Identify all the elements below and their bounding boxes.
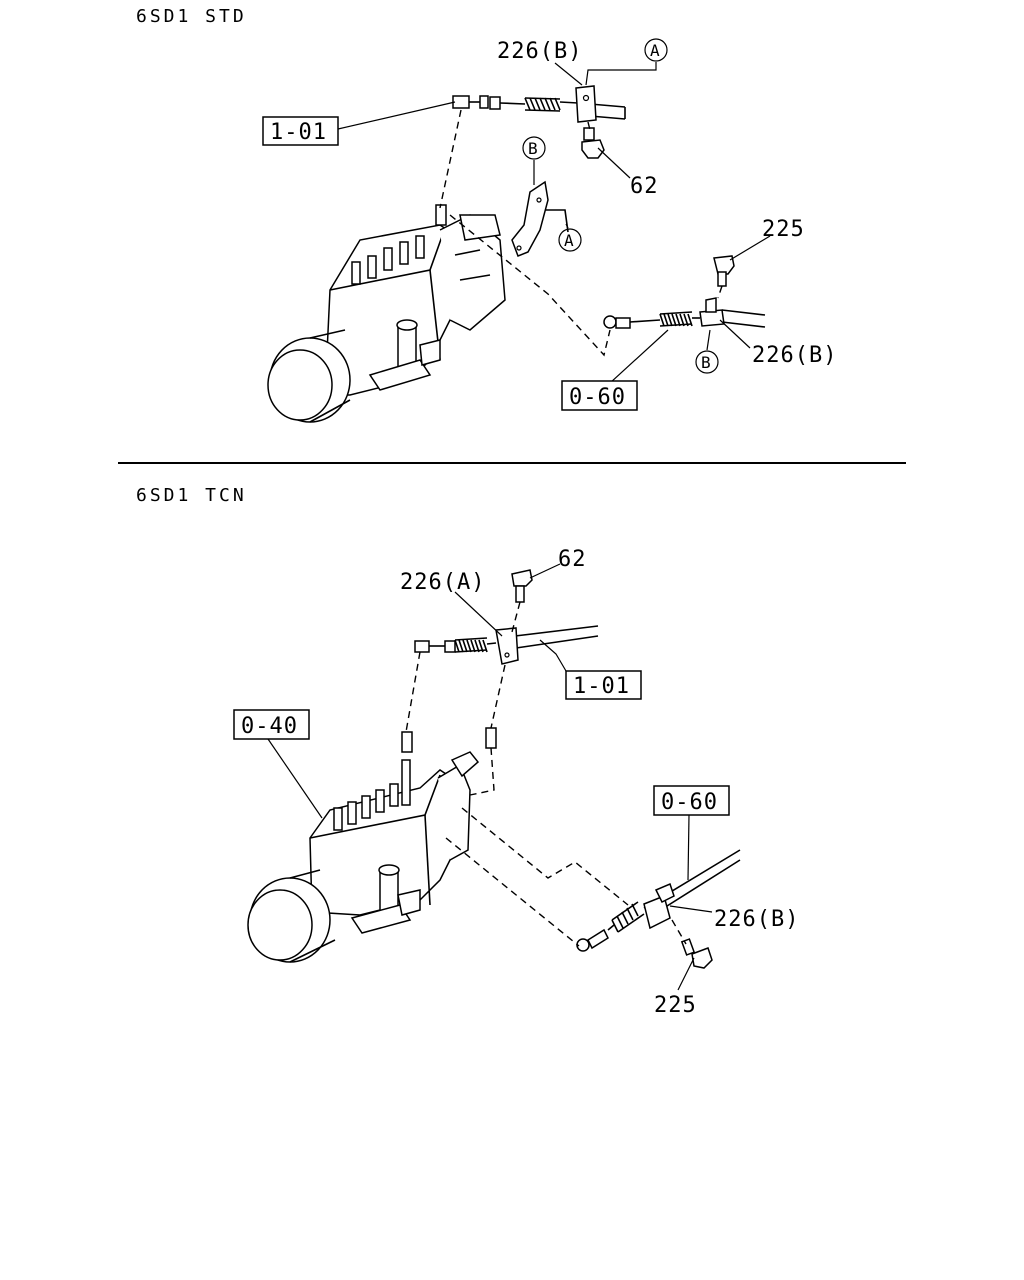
label-62-std: 62 — [630, 174, 659, 199]
link-upper-to-lever — [439, 109, 462, 209]
link-bolt-62 — [587, 121, 591, 131]
section-std: 6SD1 STD — [136, 6, 837, 423]
marker-a-top: A — [644, 38, 668, 62]
cable-tcn-upper — [414, 625, 599, 653]
section-title-tcn: 6SD1 TCN — [136, 485, 247, 506]
label-0-60-tcn: 0-60 — [661, 790, 718, 815]
label-226b-tcn: 226(B) — [714, 907, 799, 932]
cable-end-eye — [452, 95, 470, 109]
label-0-40-tcn: 0-40 — [241, 714, 298, 739]
ref-box-1-01-tcn — [565, 670, 642, 700]
label-62-tcn: 62 — [558, 547, 587, 572]
svg-text:B: B — [528, 139, 538, 158]
bracket-226b-tcn — [643, 882, 675, 930]
cable-std-lower — [603, 309, 766, 329]
section-tcn: 6SD1 TCN — [136, 485, 799, 1018]
ref-box-0-60-std — [561, 380, 638, 411]
injection-pump-std — [267, 204, 506, 423]
ref-box-1-01-std — [262, 116, 339, 146]
link-tcn-upper-left — [405, 651, 421, 733]
bolt-225-std — [713, 255, 735, 287]
cable-std-upper — [452, 95, 626, 120]
bolt-62-std — [581, 127, 605, 159]
label-1-01-tcn: 1-01 — [573, 674, 630, 699]
link-tcn-bolt-62 — [511, 601, 521, 633]
link-tcn-lever-to-eye — [445, 837, 580, 947]
link-tcn-lever-to-cable — [461, 807, 629, 906]
label-226b-right: 226(B) — [752, 343, 837, 368]
marker-b-bracket: B — [522, 136, 546, 160]
cable-end-eye-tcn — [414, 640, 430, 653]
ref-box-0-60-tcn — [653, 785, 730, 816]
ref-box-0-40-tcn — [233, 709, 310, 740]
cable-end-eye-lower — [603, 315, 617, 329]
link-tcn-bracket — [469, 747, 495, 796]
bracket-226b-std-right — [699, 297, 725, 327]
label-0-60-std: 0-60 — [569, 385, 626, 410]
link-tcn-upper-right — [490, 664, 506, 729]
label-226b-top: 226(B) — [497, 39, 582, 64]
link-bolt-225 — [717, 285, 723, 299]
label-1-01-std: 1-01 — [270, 120, 327, 145]
marker-b-lower: B — [695, 350, 719, 374]
section-title-std: 6SD1 STD — [136, 6, 247, 27]
bolt-62-tcn — [511, 569, 533, 603]
marker-a-bracket: A — [558, 228, 582, 252]
svg-text:A: A — [564, 231, 574, 250]
link-tcn-bolt-225 — [671, 919, 687, 945]
svg-text:A: A — [650, 41, 660, 60]
svg-text:B: B — [701, 353, 711, 372]
label-225-tcn: 225 — [654, 993, 697, 1018]
label-226a-tcn: 226(A) — [400, 570, 485, 595]
label-225-std: 225 — [762, 217, 805, 242]
injection-pump-tcn — [247, 727, 497, 963]
bracket-226a-tcn — [495, 627, 519, 665]
bracket-226b-std-top — [575, 85, 597, 123]
link-lever-to-lower-cable — [449, 214, 611, 357]
